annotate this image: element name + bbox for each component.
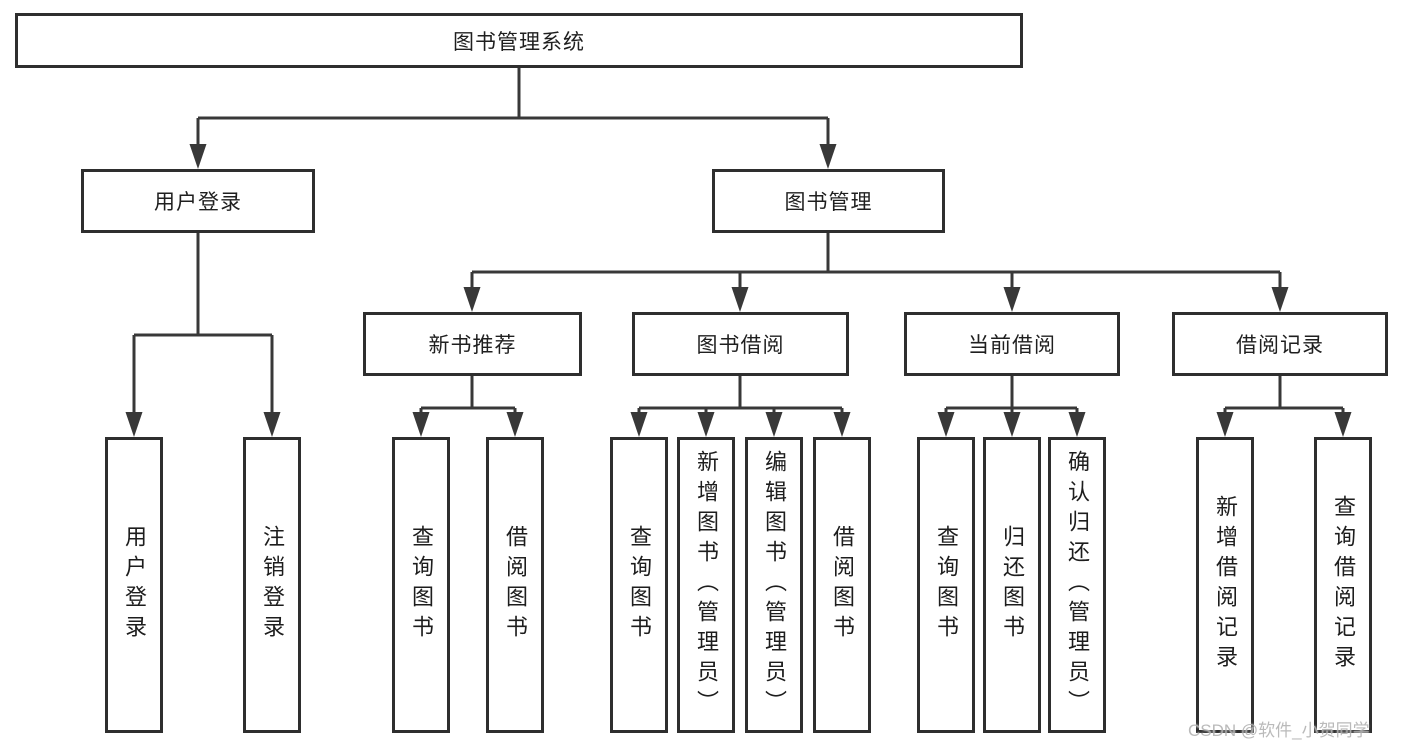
leaf-return-book: 归还图书: [983, 437, 1041, 733]
connector-current-borrowing: [944, 376, 1079, 416]
leaf-query-books-borrow: 查询图书: [610, 437, 668, 733]
leaf-add-borrow-record: 新增借阅记录: [1196, 437, 1254, 733]
arrowhead-icon: [463, 287, 481, 312]
connector-root: [196, 68, 830, 148]
leaf-label: 查询图书: [934, 525, 959, 645]
leaf-user-login: 用户登录: [105, 437, 163, 733]
leaf-label: 查询图书: [627, 525, 652, 645]
leaf-add-book-admin: 新增图书（管理员）: [677, 437, 735, 733]
arrowhead-icon: [125, 412, 143, 437]
connector-borrowing-records: [1223, 376, 1345, 416]
leaf-label: 借阅图书: [830, 525, 855, 645]
node-label: 新书推荐: [428, 334, 517, 357]
arrowhead-icon: [819, 144, 837, 169]
leaf-label: 查询借阅记录: [1331, 495, 1356, 675]
connector-book-management: [470, 233, 1282, 291]
node-user-login: 用户登录: [81, 169, 315, 233]
arrowhead-icon: [1003, 412, 1021, 437]
arrowhead-icon: [697, 412, 715, 437]
arrowhead-icon: [1003, 287, 1021, 312]
leaf-query-borrow-record: 查询借阅记录: [1314, 437, 1372, 733]
connector-user-login: [132, 233, 274, 416]
arrowhead-icon: [1216, 412, 1234, 437]
leaf-query-books-recommend: 查询图书: [392, 437, 450, 733]
arrowhead-icon: [937, 412, 955, 437]
csdn-watermark: CSDN @软件_小贺同学: [1188, 721, 1370, 740]
leaf-confirm-return-admin: 确认归还（管理员）: [1048, 437, 1106, 733]
node-book-borrowing: 图书借阅: [632, 312, 849, 376]
arrowhead-icon: [765, 412, 783, 437]
leaf-label: 借阅图书: [503, 525, 528, 645]
leaf-query-books-current: 查询图书: [917, 437, 975, 733]
arrowhead-icon: [263, 412, 281, 437]
leaf-label: 用户登录: [122, 525, 147, 645]
node-current-borrowing: 当前借阅: [904, 312, 1120, 376]
node-library-management-system: 图书管理系统: [15, 13, 1023, 68]
node-label: 当前借阅: [968, 334, 1056, 357]
leaf-label: 注销登录: [260, 525, 285, 645]
node-label: 图书借阅: [696, 334, 785, 357]
connector-book-borrowing: [637, 376, 844, 416]
leaf-label: 新增借阅记录: [1213, 495, 1238, 675]
node-label: 图书管理: [784, 191, 873, 214]
connector-new-book: [419, 376, 517, 416]
leaf-label: 新增图书（管理员）: [694, 450, 719, 720]
node-new-book-recommendation: 新书推荐: [363, 312, 582, 376]
node-label: 图书管理系统: [453, 30, 585, 54]
leaf-label: 查询图书: [409, 525, 434, 645]
arrowhead-icon: [189, 144, 207, 169]
arrowhead-icon: [1334, 412, 1352, 437]
node-borrowing-records: 借阅记录: [1172, 312, 1388, 376]
leaf-logout: 注销登录: [243, 437, 301, 733]
arrowhead-icon: [1068, 412, 1086, 437]
leaf-borrow-books: 借阅图书: [813, 437, 871, 733]
arrowhead-icon: [412, 412, 430, 437]
leaf-label: 确认归还（管理员）: [1065, 450, 1090, 720]
leaf-edit-book-admin: 编辑图书（管理员）: [745, 437, 803, 733]
node-label: 借阅记录: [1236, 334, 1324, 357]
node-label: 用户登录: [154, 191, 242, 214]
leaf-label: 编辑图书（管理员）: [762, 450, 787, 720]
arrowhead-icon: [731, 287, 749, 312]
leaf-borrow-books-recommend: 借阅图书: [486, 437, 544, 733]
arrowhead-icon: [833, 412, 851, 437]
arrowhead-icon: [630, 412, 648, 437]
leaf-label: 归还图书: [1000, 525, 1025, 645]
node-book-management: 图书管理: [712, 169, 945, 233]
arrowhead-icon: [1271, 287, 1289, 312]
arrowhead-icon: [506, 412, 524, 437]
